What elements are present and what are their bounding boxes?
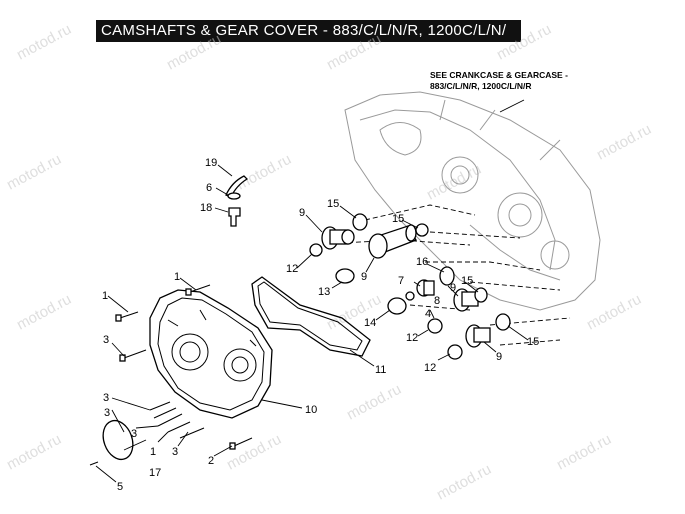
pin (89, 461, 99, 466)
gasket (251, 276, 371, 357)
watermark: motod.ru (324, 31, 384, 74)
watermark-layer: motod.ru motod.ru motod.ru motod.ru moto… (4, 21, 654, 504)
watermark: motod.ru (434, 461, 494, 504)
callout-3: 3 (103, 334, 109, 346)
bearing (387, 297, 407, 315)
callout-12: 12 (406, 332, 418, 344)
bushing (495, 313, 511, 331)
callout-15: 15 (461, 275, 473, 287)
cover-plate (102, 419, 134, 461)
ring (335, 268, 355, 284)
callout-14: 14 (364, 317, 376, 329)
clamp (227, 192, 241, 200)
bearing (427, 318, 443, 334)
callout-12: 12 (286, 263, 298, 275)
callout-15: 15 (392, 213, 404, 225)
bushing (415, 223, 429, 237)
watermark: motod.ru (14, 21, 74, 64)
callout-18: 18 (200, 202, 212, 214)
cover-screws (115, 284, 253, 450)
reference-note-line-1: SEE CRANKCASE & GEARCASE - (430, 70, 568, 80)
watermark: motod.ru (4, 151, 64, 194)
callout-8: 8 (434, 295, 440, 307)
bearing (447, 344, 463, 360)
callout-6: 6 (206, 182, 212, 194)
callout-1: 1 (102, 290, 108, 302)
callout-3: 3 (104, 407, 110, 419)
callout-1: 1 (150, 446, 156, 458)
callout-9: 9 (361, 271, 367, 283)
callout-19: 19 (205, 157, 217, 169)
watermark: motod.ru (164, 31, 224, 74)
callout-3: 3 (131, 428, 137, 440)
callout-13: 13 (318, 286, 330, 298)
watermark: motod.ru (594, 121, 654, 164)
callout-15: 15 (327, 198, 339, 210)
callout-5: 5 (117, 481, 123, 493)
reference-note: SEE CRANKCASE & GEARCASE - 883/C/L/N/R, … (430, 70, 568, 92)
gear-cover (149, 289, 273, 419)
watermark: motod.ru (224, 431, 284, 474)
callout-3: 3 (103, 392, 109, 404)
bushing (474, 287, 488, 303)
callout-9: 9 (450, 282, 456, 294)
watermark: motod.ru (344, 381, 404, 424)
reference-note-line-2: 883/C/L/N/R, 1200C/L/N/R (430, 81, 532, 91)
diagram-title: CAMSHAFTS & GEAR COVER - 883/C/L/N/R, 12… (96, 20, 521, 42)
callout-11: 11 (375, 364, 386, 376)
callout-2: 2 (208, 455, 214, 467)
callout-15: 15 (527, 336, 539, 348)
callout-9: 9 (496, 351, 502, 363)
crankcase-outline (344, 91, 601, 311)
callout-1: 1 (174, 271, 180, 283)
callout-17: 17 (149, 467, 161, 479)
callout-10: 10 (305, 404, 317, 416)
callout-9: 9 (299, 207, 305, 219)
breather-fitting (228, 207, 241, 227)
watermark: motod.ru (4, 431, 64, 474)
callout-16: 16 (416, 256, 428, 268)
washer (405, 291, 415, 301)
watermark: motod.ru (584, 291, 644, 334)
callout-12: 12 (424, 362, 436, 374)
callouts: 19 6 18 15 15 15 15 9 9 9 9 12 12 12 13 … (102, 157, 539, 493)
leader-lines (95, 99, 529, 483)
watermark: motod.ru (494, 21, 554, 64)
callout-4: 4 (425, 308, 431, 320)
watermark: motod.ru (234, 151, 294, 194)
breather-assembly (225, 175, 249, 227)
watermark: motod.ru (14, 291, 74, 334)
bearing (309, 243, 323, 257)
callout-3: 3 (172, 446, 178, 458)
bushing (352, 213, 368, 231)
watermark: motod.ru (554, 431, 614, 474)
callout-7: 7 (398, 275, 404, 287)
